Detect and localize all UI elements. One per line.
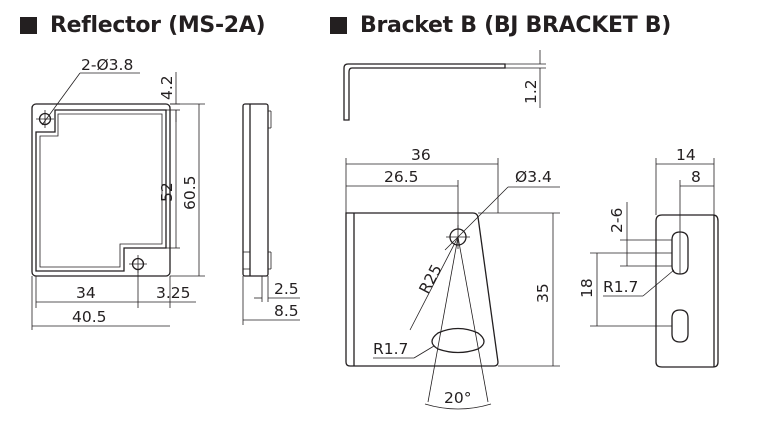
- bracket-title: Bracket B (BJ BRACKET B): [330, 8, 671, 42]
- reflector-outline: [31, 103, 171, 277]
- reflector-width-label: 40.5: [72, 308, 107, 326]
- bracket-side-hole-x-label: 8: [691, 168, 701, 186]
- angle-arc: [424, 403, 492, 410]
- bracket-front-outline: [345, 212, 499, 367]
- bracket-side-slot-radius-label: R1.7: [603, 278, 638, 296]
- hole-leader-line: [41, 72, 81, 126]
- bracket-hole-label: Ø3.4: [515, 168, 552, 186]
- reflector-inner-height-label: 52: [158, 182, 176, 202]
- reflector-title-text: Reflector (MS-2A): [50, 12, 266, 38]
- title-square-icon: [330, 16, 347, 34]
- bracket-front-view: [345, 212, 499, 403]
- bracket-side-slot-bottom: [671, 309, 689, 343]
- bracket-width-label: 36: [411, 146, 431, 164]
- bracket-side-outline: [655, 214, 719, 368]
- bracket-angle-label: 20°: [444, 389, 471, 407]
- reflector-side-view: [242, 103, 272, 277]
- reflector-thickness-b-label: 8.5: [274, 302, 299, 320]
- reflector-hole-label: 2-Ø3.8: [81, 56, 133, 74]
- bracket-radius-label: R25: [416, 261, 446, 296]
- bracket-top-view: [343, 63, 506, 121]
- reflector-inner-outline: [35, 109, 167, 272]
- bracket-slot-range-label: 2-6: [608, 208, 626, 233]
- bracket-side-view: [655, 214, 719, 368]
- bracket-top-outline: [343, 63, 506, 121]
- reflector-top-offset-label: 4.2: [158, 75, 176, 100]
- reflector-hole-pitch-label: 34: [76, 284, 96, 302]
- reflector-side-outline: [242, 103, 269, 277]
- bracket-hole-x-label: 26.5: [384, 168, 419, 186]
- bracket-side-width-label: 14: [676, 146, 696, 164]
- reflector-title: Reflector (MS-2A): [20, 8, 266, 42]
- bracket-height-label: 35: [534, 283, 552, 303]
- reflector-front-view: [31, 103, 171, 277]
- reflector-thickness-a-label: 2.5: [274, 280, 299, 298]
- bracket-slot-radius-label: R1.7: [373, 340, 408, 358]
- reflector-side-offset-label: 3.25: [156, 284, 191, 302]
- bracket-title-text: Bracket B (BJ BRACKET B): [360, 12, 671, 38]
- reflector-height-label: 60.5: [181, 175, 199, 210]
- bracket-arc-slot: [431, 327, 485, 354]
- bracket-side-slot-top: [671, 231, 689, 275]
- bracket-thickness-label: 1.2: [522, 79, 540, 104]
- reflector-inner-bevel: [39, 113, 163, 268]
- title-square-icon: [20, 16, 37, 34]
- bracket-side-pitch-label: 18: [578, 278, 596, 298]
